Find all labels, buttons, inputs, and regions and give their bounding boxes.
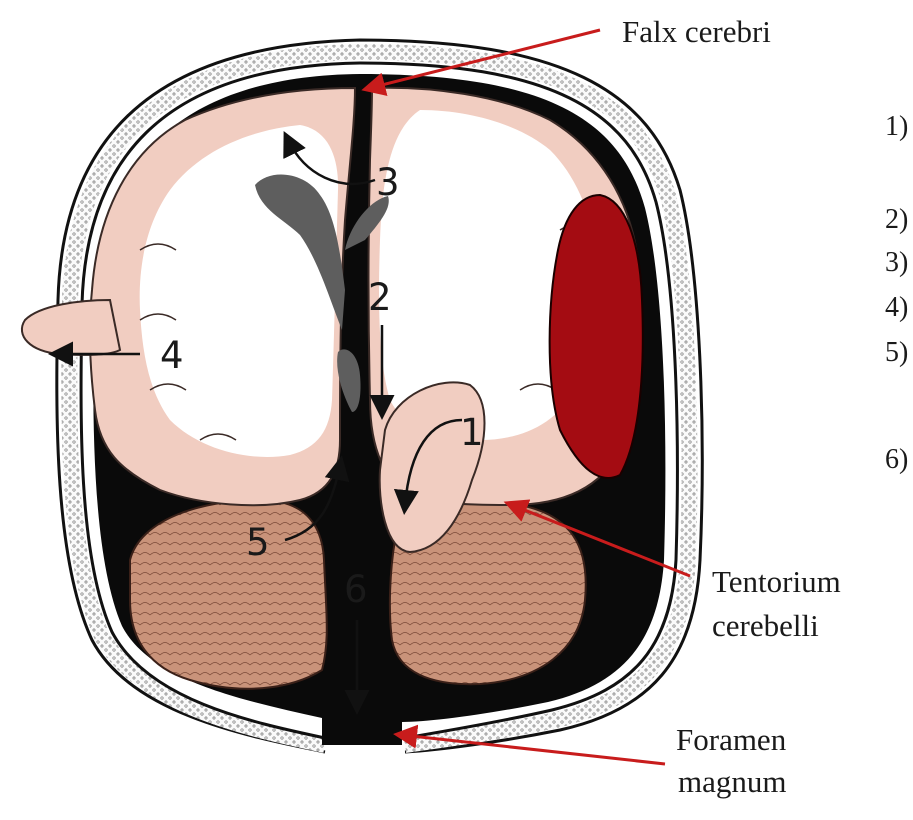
arrow-1 [393, 418, 463, 515]
skull-inner-line [79, 61, 679, 740]
herniation-number-2: 2 [368, 276, 392, 319]
herniation-number-5: 5 [246, 521, 270, 564]
ventricles [255, 174, 389, 412]
left-lateral-ventricle [255, 174, 345, 330]
label-foramen-line2: magnum [678, 764, 787, 799]
label-falx-cerebri: Falx cerebri [622, 14, 771, 49]
foramen-leader [393, 724, 666, 766]
arrow-5 [284, 455, 350, 542]
anatomical-labels: Falx cerebri Tentorium cerebelli Foramen… [622, 14, 841, 799]
epidural-hematoma [548, 193, 644, 479]
arrow-3 [283, 131, 376, 185]
list-fragment-3: 3) [885, 247, 908, 278]
label-foramen-line1: Foramen [676, 722, 787, 757]
left-gyri [139, 243, 237, 441]
cerebellum-left [129, 498, 328, 690]
external-herniation [20, 298, 122, 356]
list-fragment-6: 6) [885, 444, 908, 475]
falx-leader [361, 28, 601, 96]
tentorium-leader [503, 499, 691, 578]
skull-bone [61, 43, 698, 753]
herniation-number-3: 3 [376, 161, 400, 204]
herniation-number-4: 4 [160, 334, 184, 377]
cropped-list: 1) 2) 3) 4) 5) 6) [885, 111, 908, 475]
cerebellum [129, 498, 587, 690]
herniation-numbers: 1 2 3 4 5 6 [160, 161, 484, 611]
list-fragment-2: 2) [885, 204, 908, 235]
list-fragment-5: 5) [885, 337, 908, 368]
list-fragment-4: 4) [885, 292, 908, 323]
label-tentorium-line1: Tentorium [712, 564, 841, 599]
herniation-arrows [48, 131, 463, 715]
label-tentorium-line2: cerebelli [712, 608, 819, 643]
herniation-number-1: 1 [460, 411, 484, 454]
herniation-number-6: 6 [344, 568, 368, 611]
third-ventricle [337, 349, 361, 412]
right-lateral-ventricle [345, 196, 389, 250]
list-fragment-1: 1) [885, 111, 908, 142]
leader-lines [361, 28, 691, 766]
right-white-matter [379, 110, 598, 440]
